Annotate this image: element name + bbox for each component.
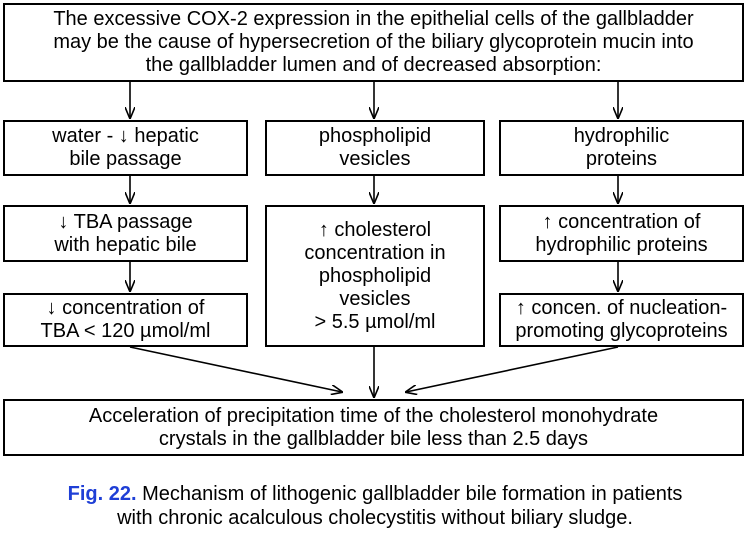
middle-row1-box: phospholipid vesicles xyxy=(265,120,485,176)
right-row1-box: hydrophilic proteins xyxy=(499,120,744,176)
right-row3-box: ↑ concen. of nucleation- promoting glyco… xyxy=(499,293,744,347)
figure-label: Fig. 22. xyxy=(67,483,137,505)
arrow-left-to-bottom xyxy=(129,346,342,392)
arrow-right-to-bottom xyxy=(406,346,619,392)
left-row1-box: water - ↓ hepatic bile passage xyxy=(3,120,248,176)
bottom-box: Acceleration of precipitation time of th… xyxy=(3,399,744,456)
left-row2-box: ↓ TBA passage with hepatic bile xyxy=(3,205,248,262)
top-box: The excessive COX-2 expression in the ep… xyxy=(3,3,744,82)
figure-caption-text: Mechanism of lithogenic gallbladder bile… xyxy=(117,483,683,529)
figure-caption: Fig. 22. Mechanism of lithogenic gallbla… xyxy=(0,482,750,530)
middle-row2-box: ↑ cholesterol concentration in phospholi… xyxy=(265,205,485,347)
left-row3-box: ↓ concentration of TBA < 120 µmol/ml xyxy=(3,293,248,347)
right-row2-box: ↑ concentration of hydrophilic proteins xyxy=(499,205,744,262)
